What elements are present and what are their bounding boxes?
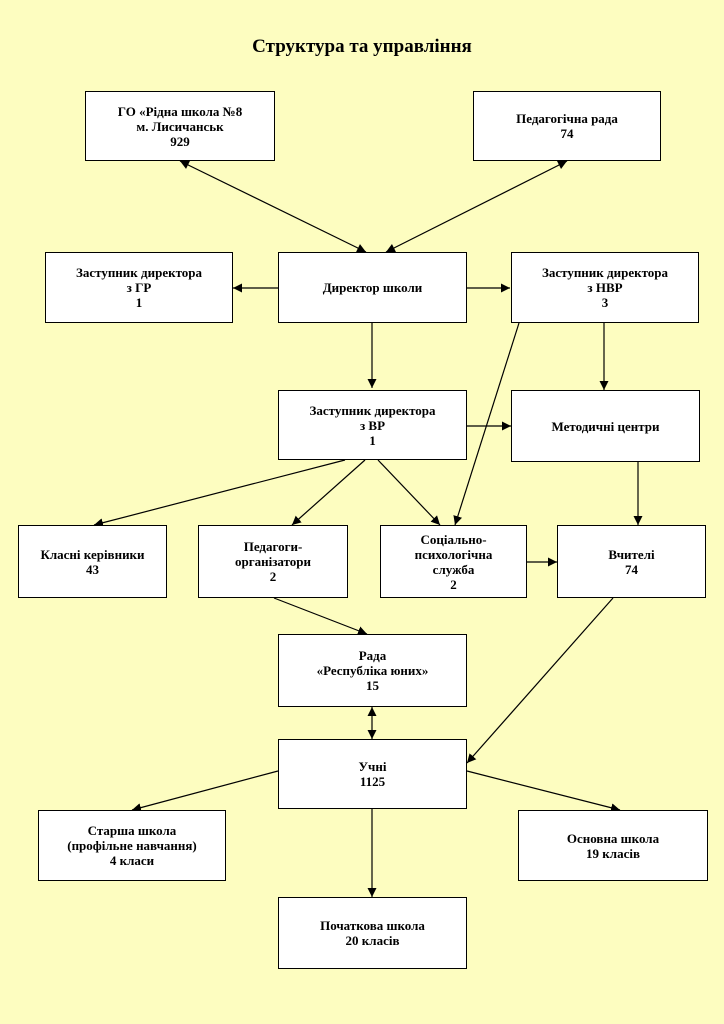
node-line: Учні bbox=[358, 759, 387, 774]
node-line: 1 bbox=[369, 432, 376, 448]
node-line: 19 класів bbox=[586, 845, 640, 861]
node-line: Заступник директора bbox=[541, 265, 669, 280]
node-line: психологічна bbox=[414, 546, 493, 562]
node-line: «Республіка юних» bbox=[316, 663, 429, 678]
node-line: 1 bbox=[135, 295, 143, 310]
node-line: 4 класи bbox=[109, 853, 155, 868]
node-line: 43 bbox=[86, 561, 99, 577]
node-line: 3 bbox=[601, 295, 609, 310]
node-line: служба bbox=[432, 561, 475, 577]
edge-zast-vr-klasni bbox=[93, 459, 346, 528]
node-line: Старша школа bbox=[87, 823, 177, 838]
edge-go-director bbox=[179, 160, 367, 253]
node-line: Соціально- bbox=[420, 531, 487, 547]
edge-vchyteli-uchni bbox=[466, 597, 614, 764]
node-line: з НВР bbox=[587, 280, 623, 295]
page-title: Структура та управління bbox=[252, 36, 472, 57]
node-line: 2 bbox=[450, 576, 457, 592]
node-line: 74 bbox=[560, 126, 574, 141]
node-line: Заступник директора bbox=[309, 402, 436, 418]
node-line: Заступник директора bbox=[75, 265, 203, 280]
node-line: Вчителі bbox=[608, 546, 655, 562]
node-line: 2 bbox=[269, 569, 277, 584]
edge-pedorg-rada bbox=[273, 597, 368, 635]
node-line: 74 bbox=[625, 561, 638, 577]
edge-zast-vr-socpsych bbox=[377, 459, 441, 526]
node-line: 15 bbox=[366, 678, 379, 693]
node-line: Директор школи bbox=[322, 280, 423, 295]
node-dyrektor-shkoly: Директор школи bbox=[278, 252, 467, 323]
node-metodychni-tsentry: Методичні центри bbox=[511, 390, 700, 462]
node-line: (профільне навчання) bbox=[67, 838, 197, 853]
edge-pedrada-director bbox=[385, 160, 568, 253]
node-line: з ГР bbox=[126, 280, 152, 295]
node-line: м. Лисичанськ bbox=[136, 118, 224, 134]
node-line: Педагоги- bbox=[243, 539, 303, 554]
node-line: Основна школа bbox=[566, 830, 660, 846]
node-line: Методичні центри bbox=[551, 418, 660, 434]
node-line: 1125 bbox=[359, 774, 386, 789]
node-line: ГО «Рідна школа №8 bbox=[117, 103, 243, 119]
node-line: з ВР bbox=[359, 417, 386, 433]
node-starsha-shkola: Старша школа(профільне навчання)4 класи bbox=[38, 810, 226, 881]
node-line: Педагогічна рада bbox=[516, 111, 618, 126]
node-line: організатори bbox=[234, 554, 312, 569]
node-line: Класні керівники bbox=[40, 546, 145, 562]
node-line: Початкова школа bbox=[320, 918, 425, 933]
node-rada-respublika-yunykh: Рада«Республіка юних»15 bbox=[278, 634, 467, 707]
edge-uchni-osnovna bbox=[466, 770, 621, 813]
node-line: 20 класів bbox=[345, 933, 400, 948]
edge-zast-nvr-socpsych bbox=[453, 322, 520, 526]
edge-zast-vr-pedorg bbox=[291, 459, 366, 526]
node-line: 929 bbox=[170, 133, 190, 149]
node-line: Рада bbox=[358, 648, 387, 663]
edge-uchni-starsha bbox=[131, 770, 279, 813]
